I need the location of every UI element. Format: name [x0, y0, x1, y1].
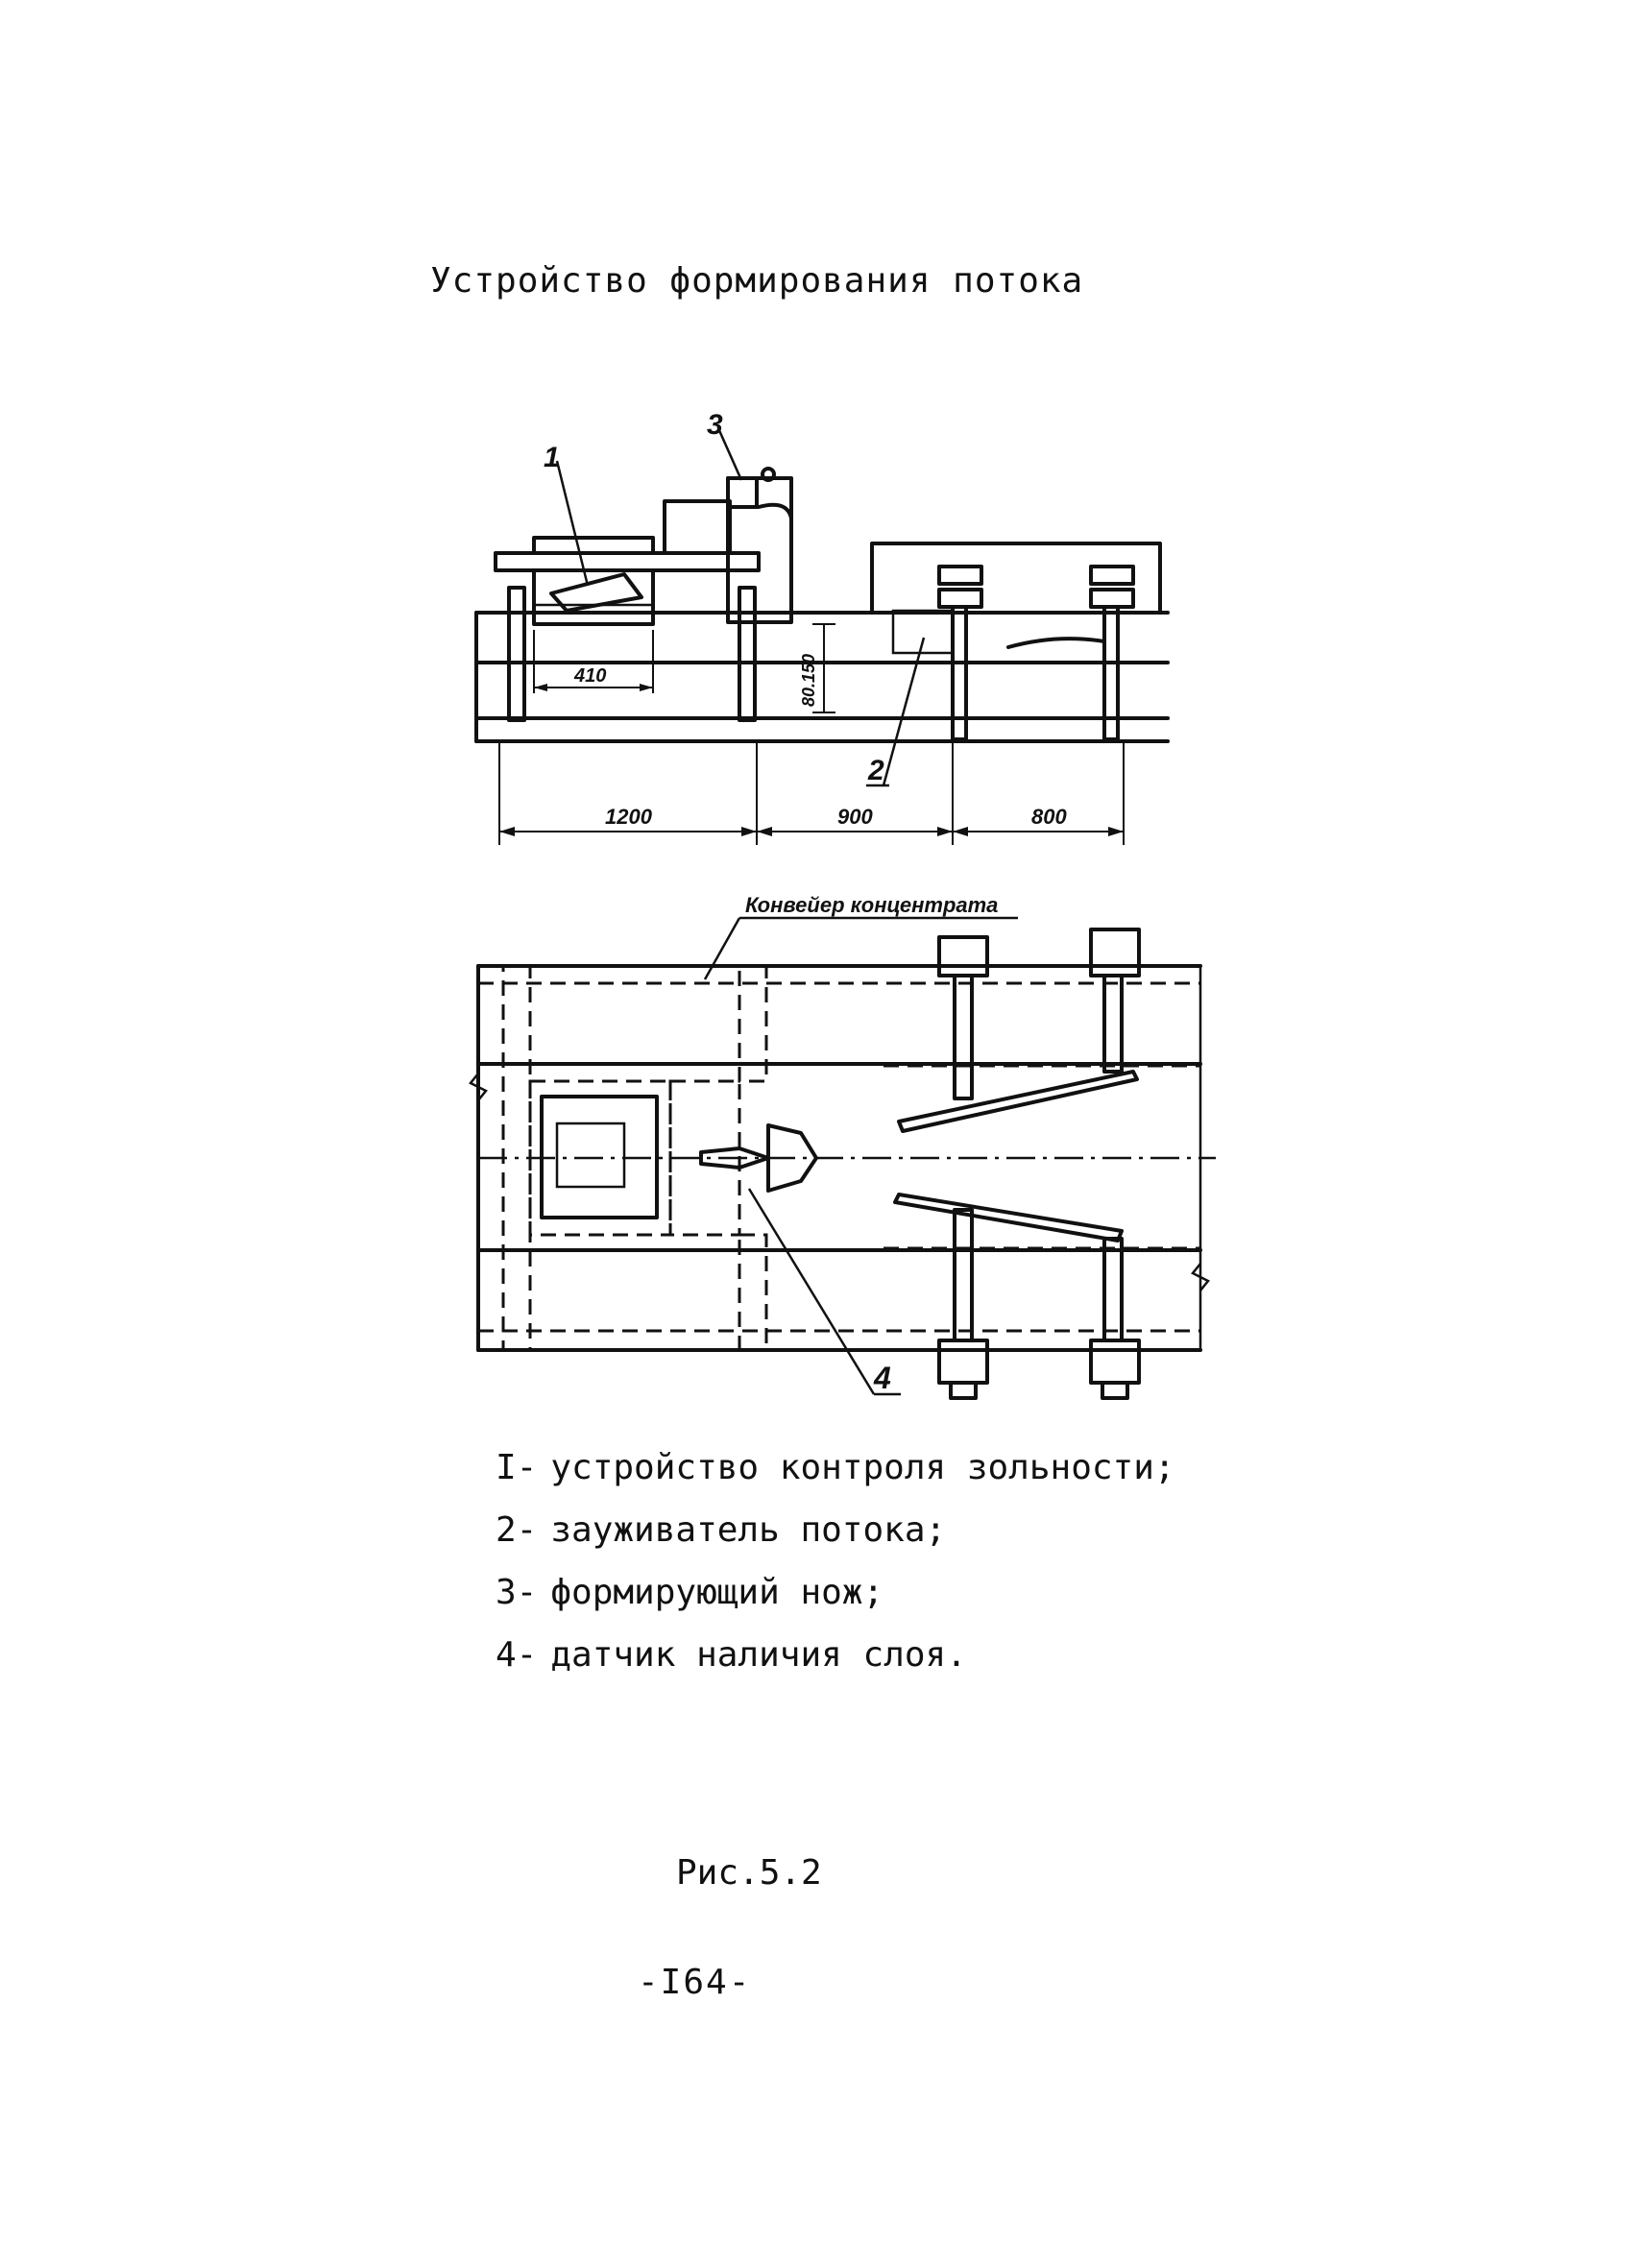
plan-view — [469, 916, 1216, 1400]
dim-span-left: 1200 — [605, 805, 653, 829]
legend-item: 2- зауживатель потока; — [496, 1499, 1175, 1561]
legend-num: 3- — [496, 1573, 538, 1612]
legend-text: датчик наличия слоя. — [550, 1635, 967, 1675]
legend-num: I- — [496, 1448, 538, 1487]
dim-inner-width: 410 — [573, 665, 606, 687]
page-title: Устройство формирования потока — [430, 261, 1084, 301]
legend-num: 4- — [496, 1635, 538, 1675]
legend-text: устройство контроля зольности; — [550, 1448, 1175, 1487]
side-view — [474, 427, 1170, 845]
callout-3: 3 — [707, 409, 723, 441]
legend-item: I- устройство контроля зольности; — [496, 1436, 1175, 1499]
dim-span-right: 800 — [1031, 805, 1067, 829]
page-number: -I64- — [638, 1963, 752, 2002]
dim-height: 80.150 — [799, 654, 818, 707]
callout-1: 1 — [544, 442, 560, 473]
legend-text: зауживатель потока; — [550, 1510, 947, 1550]
dim-span-mid: 900 — [837, 805, 873, 829]
legend-item: 3- формирующий нож; — [496, 1561, 1175, 1624]
conveyor-label: Конвейер концентрата — [745, 893, 998, 917]
legend: I- устройство контроля зольности; 2- зау… — [496, 1436, 1175, 1686]
figure-caption: Рис.5.2 — [676, 1853, 822, 1893]
legend-num: 2- — [496, 1510, 538, 1550]
callout-2: 2 — [867, 755, 884, 786]
callout-4: 4 — [873, 1361, 891, 1395]
legend-text: формирующий нож; — [550, 1573, 884, 1612]
legend-item: 4- датчик наличия слоя. — [496, 1624, 1175, 1686]
